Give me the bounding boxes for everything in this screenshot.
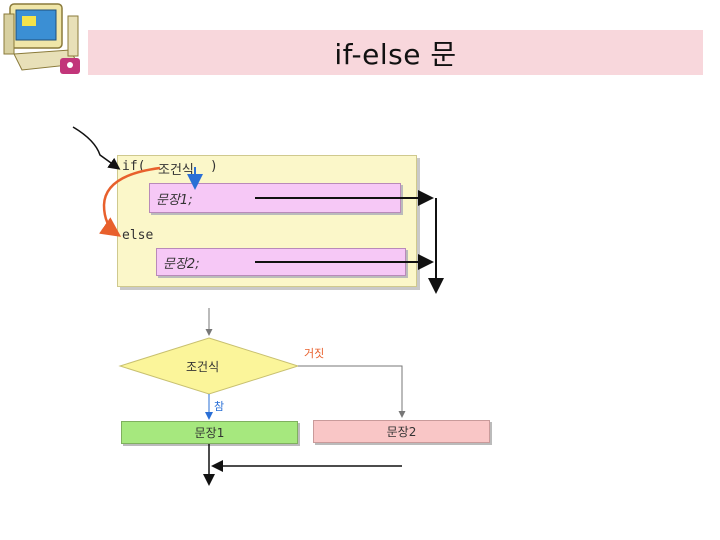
false-branch-arrow	[98, 166, 161, 237]
if-keyword: if(	[122, 159, 146, 174]
title-bar: if-else 문	[88, 30, 703, 75]
code-close-paren: )	[210, 159, 218, 174]
entry-arrow	[72, 126, 121, 170]
false-flow-line	[298, 365, 406, 418]
code-condition: 조건식	[158, 163, 194, 178]
flow-statement-1: 문장1	[121, 421, 298, 444]
flow-condition-label: 조건식	[186, 360, 220, 374]
true-label: 참	[214, 400, 225, 413]
else-keyword: else	[122, 228, 154, 243]
computer-clipart-icon	[3, 3, 80, 74]
page-title: if-else 문	[334, 37, 457, 71]
false-label: 거짓	[304, 347, 325, 360]
flow-statement-2: 문장2	[313, 420, 490, 443]
